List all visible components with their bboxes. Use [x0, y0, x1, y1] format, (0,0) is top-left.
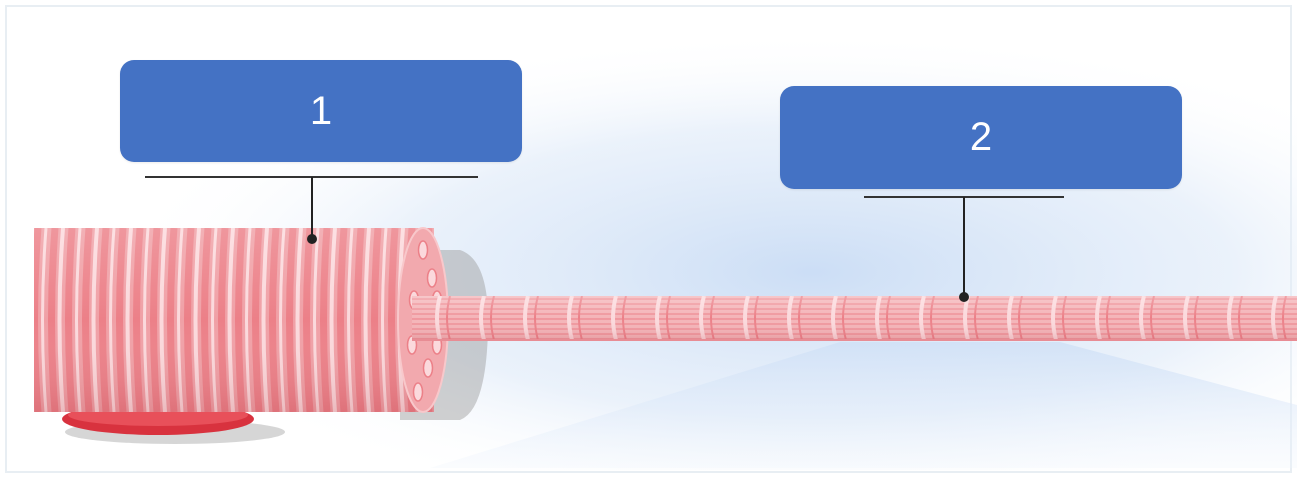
label-box-2: 2 [780, 86, 1182, 189]
label-1-text: 1 [310, 89, 332, 134]
fascicle-end [414, 383, 423, 401]
label-box-1: 1 [120, 60, 522, 162]
muscle-fiber-bundle-icon [34, 228, 448, 412]
fascicle-end [424, 359, 433, 377]
myofibril-strand-icon [412, 296, 1297, 340]
fascicle-end [419, 241, 428, 259]
label-2-text: 2 [970, 115, 992, 160]
fascicle-end [428, 269, 437, 287]
